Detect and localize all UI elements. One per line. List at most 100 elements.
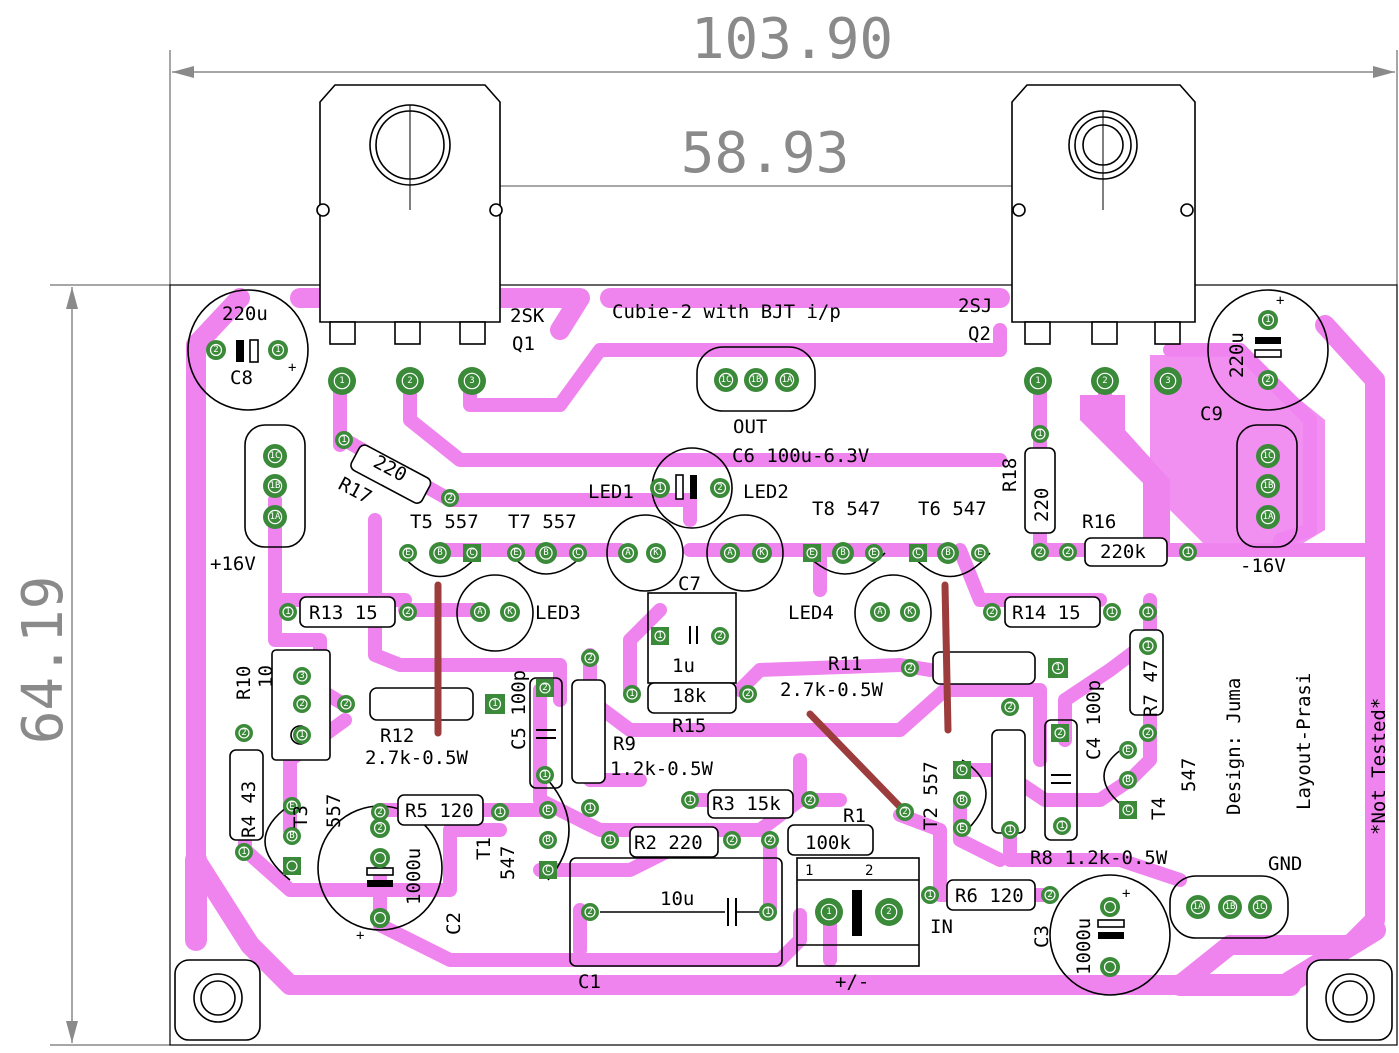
pad-drill (333, 372, 351, 390)
pad-drill (267, 509, 283, 525)
pad-drill (267, 478, 283, 494)
solder-pad (1103, 603, 1121, 621)
pad-drill (373, 851, 387, 865)
pad-drill (1260, 478, 1276, 494)
pad-drill (899, 806, 911, 818)
pad-drill (1182, 546, 1194, 558)
pad-drill (584, 906, 596, 918)
pad-drill (873, 605, 887, 619)
pad-drill (584, 652, 596, 664)
solder-pad (1091, 367, 1119, 395)
solder-pad (263, 505, 287, 529)
solder-pad (803, 544, 821, 562)
pad-drill (956, 794, 968, 806)
pad-drill (1190, 899, 1206, 915)
pad-drill (621, 546, 635, 560)
t1-value: 547 (497, 846, 519, 880)
board-height-label: 64.19 (11, 576, 76, 745)
pad-drill (653, 481, 667, 495)
solder-pad (581, 649, 599, 667)
c1-label: C1 (578, 971, 601, 993)
pad-label: C (575, 548, 580, 558)
pad-drill (974, 547, 986, 559)
pad-label: 1 (275, 345, 280, 355)
solder-pad (500, 602, 520, 622)
r9-value: 1.2k-0.5W (610, 758, 714, 780)
r10-value: 10 (255, 665, 277, 688)
solder-pad (539, 831, 557, 849)
pad-drill (539, 682, 551, 694)
solder-pad (293, 695, 311, 713)
r3-label: R3 15k (712, 793, 781, 815)
solder-pad (1256, 505, 1280, 529)
pad-label: 1A (782, 375, 793, 385)
solder-pad (720, 543, 740, 563)
pad-label: 2 (377, 807, 382, 817)
pad-drill (912, 547, 924, 559)
pad-drill (282, 606, 294, 618)
pad-label: 1 (1145, 641, 1150, 651)
solder-pad (983, 603, 1001, 621)
pad-label: C (915, 548, 920, 558)
r8-label: R8 1.2k-0.5W (1030, 847, 1168, 869)
pad-label: C (469, 548, 474, 558)
r16-value: 220k (1100, 541, 1146, 563)
pad-label: 1 (339, 376, 344, 386)
solder-pad (536, 679, 554, 697)
r13-label: R13 15 (309, 602, 378, 624)
pad-drill (238, 727, 250, 739)
led4-label: LED4 (788, 602, 834, 624)
t3-label: T3 (290, 805, 312, 828)
solder-pad (1100, 957, 1120, 977)
pad-drill (806, 547, 818, 559)
c9-plus: + (1276, 293, 1284, 309)
solder-pad (710, 478, 730, 498)
c9-label: C9 (1200, 403, 1223, 425)
solder-pad (1186, 895, 1210, 919)
pad-drill (1122, 804, 1134, 816)
solder-pad (865, 544, 883, 562)
pad-drill (713, 481, 727, 495)
pad-label: 2 (1047, 890, 1052, 900)
pad-label: 1 (1035, 376, 1040, 386)
pad-label: A (727, 548, 733, 558)
pad-label: 1B (270, 481, 281, 491)
pad-drill (1260, 448, 1276, 464)
solder-pad (623, 685, 641, 703)
solder-pad (491, 803, 509, 821)
r16-label: R16 (1082, 511, 1116, 533)
q2-label: Q2 (968, 323, 991, 345)
t7-label: T7 557 (508, 511, 577, 533)
c7-value: 1u (672, 655, 695, 677)
pad-drill (286, 830, 298, 842)
c3-value: 1000u (1073, 918, 1095, 975)
solder-pad (337, 695, 355, 713)
pad-drill (1122, 744, 1134, 756)
pad-drill (1096, 372, 1114, 390)
r1-value: 100k (805, 832, 851, 854)
pad-label: K (507, 607, 513, 617)
pad-drill (1261, 373, 1275, 387)
solder-pad (759, 903, 777, 921)
design-credit: Design: Juma (1223, 678, 1245, 815)
pad-drill (338, 434, 350, 446)
solder-pad (371, 803, 389, 821)
pad-drill (779, 372, 795, 388)
solder-pad (870, 602, 890, 622)
solder-pad (1119, 741, 1137, 759)
board-width-label: 103.90 (691, 7, 893, 72)
solder-pad (470, 602, 490, 622)
solder-pad (761, 831, 779, 849)
in-pin1-label: 1 (805, 863, 813, 879)
pad-drill (494, 806, 506, 818)
solder-pad (370, 818, 390, 838)
solder-pad (441, 489, 459, 507)
pad-label: 1A (1263, 512, 1274, 522)
pad-label: B (840, 548, 845, 558)
pad-label: E (977, 548, 982, 558)
pad-drill (903, 605, 917, 619)
solder-pad (1051, 724, 1069, 742)
pad-label: 1A (1193, 902, 1204, 912)
pad-label: C (959, 765, 964, 775)
c2-plus: + (356, 928, 364, 944)
